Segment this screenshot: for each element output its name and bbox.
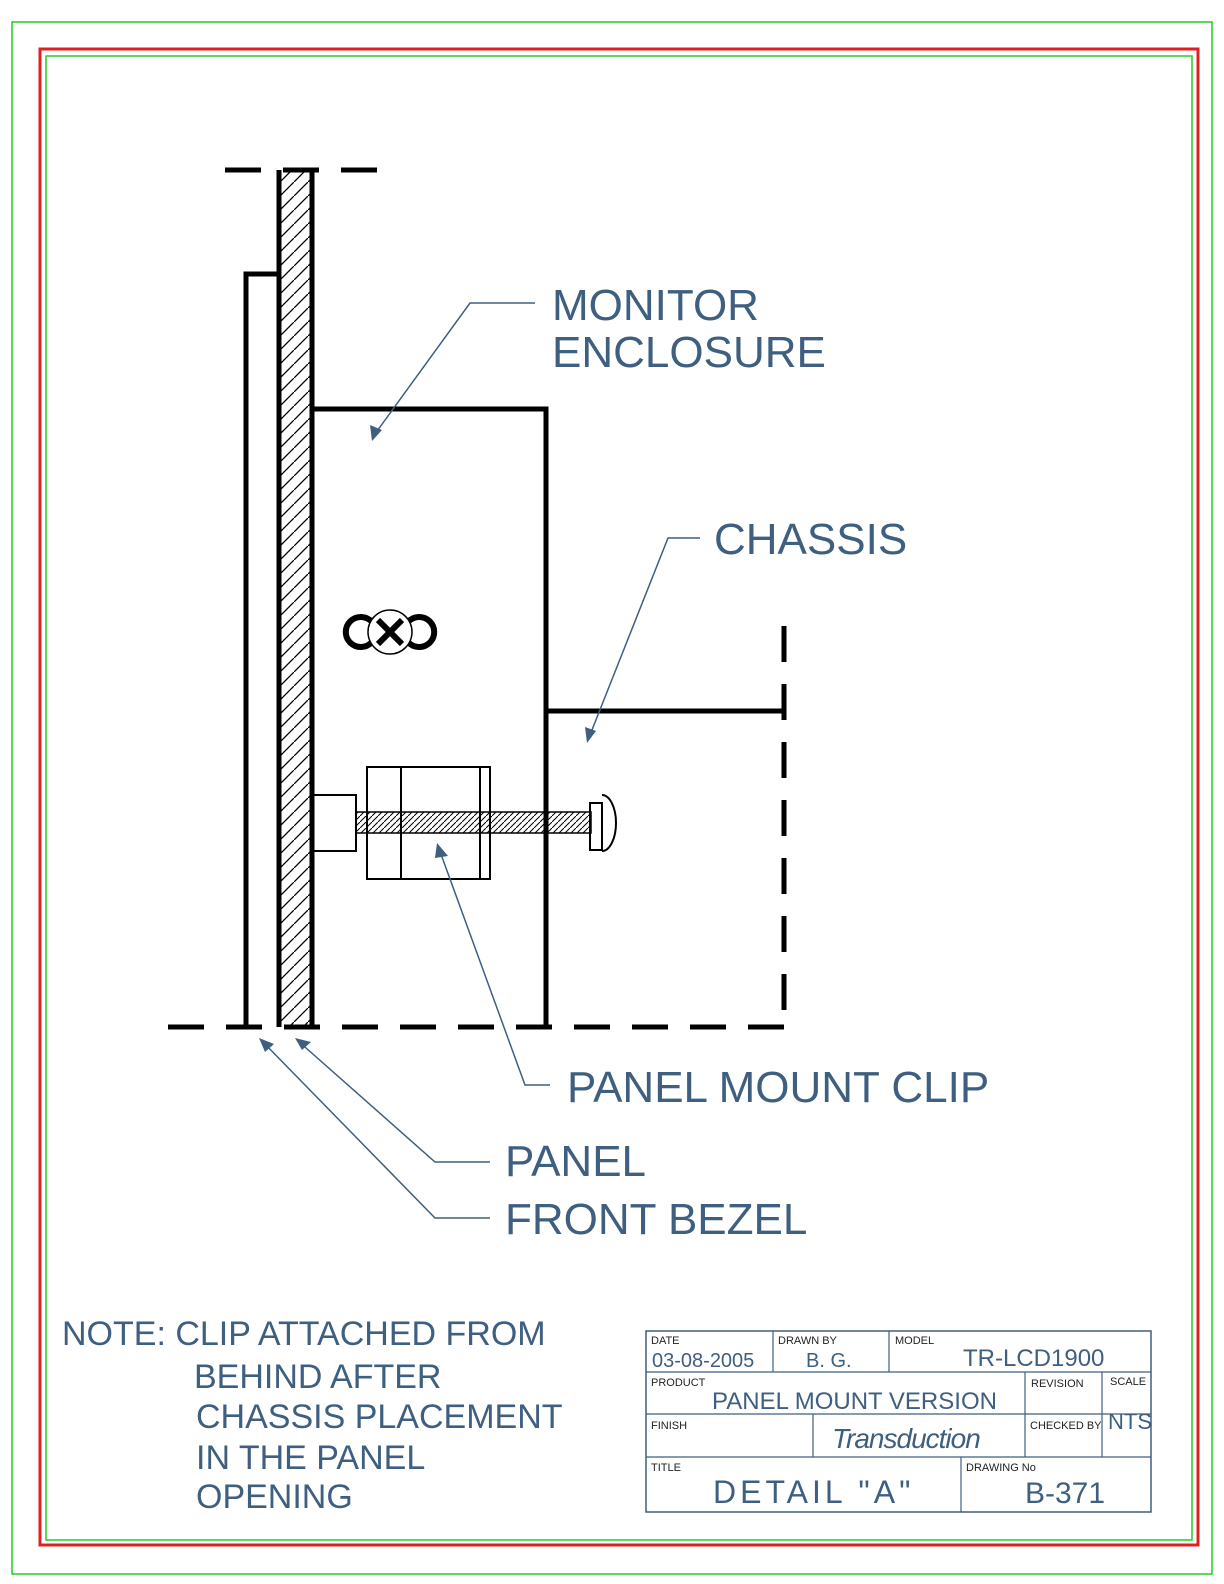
model-value: TR-LCD1900	[963, 1345, 1104, 1372]
panel-mount-clip-label: PANEL MOUNT CLIP	[567, 1063, 989, 1112]
model-caption: MODEL	[895, 1335, 934, 1347]
date-value: 03-08-2005	[652, 1350, 754, 1372]
revision-caption: REVISION	[1031, 1378, 1084, 1390]
chassis-label: CHASSIS	[714, 515, 907, 564]
panel-mount-clip-leader	[438, 846, 550, 1085]
company-logo-text: Transduction	[832, 1423, 980, 1454]
panel-mount-clip-drawing	[312, 767, 616, 879]
front-bezel-label: FRONT BEZEL	[505, 1195, 807, 1244]
panel-section	[279, 172, 312, 1027]
monitor-enclosure-label-line1: MONITOR	[552, 281, 759, 330]
title-block: DATE 03-08-2005 DRAWN BY B. G. MODEL TR-…	[646, 1331, 1152, 1512]
drawn-by-caption: DRAWN BY	[778, 1335, 838, 1347]
finish-caption: FINISH	[651, 1420, 687, 1432]
drawing-no-caption: DRAWING No	[966, 1462, 1036, 1474]
product-value: PANEL MOUNT VERSION	[712, 1388, 997, 1415]
panel-leader	[297, 1040, 490, 1162]
monitor-enclosure-leader	[372, 303, 535, 438]
panel-label: PANEL	[505, 1137, 646, 1186]
front-bezel-leader	[261, 1040, 490, 1218]
assembly-note: NOTE: CLIP ATTACHED FROM BEHIND AFTER CH…	[62, 1315, 563, 1516]
note-line-5: OPENING	[196, 1478, 353, 1516]
monitor-enclosure-outline	[312, 409, 546, 1027]
front-bezel-outline	[246, 274, 279, 1027]
note-line-4: IN THE PANEL	[196, 1439, 425, 1477]
checked-by-caption: CHECKED BY	[1030, 1420, 1102, 1432]
scale-caption: SCALE	[1110, 1376, 1146, 1388]
title-caption: TITLE	[651, 1462, 681, 1474]
title-value: DETAIL "A"	[713, 1474, 914, 1510]
date-caption: DATE	[651, 1335, 680, 1347]
screw-head-icon	[346, 610, 434, 654]
product-caption: PRODUCT	[651, 1377, 706, 1389]
note-line-3: CHASSIS PLACEMENT	[196, 1398, 563, 1436]
scale-value: NTS	[1108, 1409, 1152, 1434]
drawing-no-value: B-371	[1025, 1477, 1105, 1510]
note-line-1: NOTE: CLIP ATTACHED FROM	[62, 1315, 546, 1353]
drawn-by-value: B. G.	[806, 1350, 852, 1372]
monitor-enclosure-label-line2: ENCLOSURE	[552, 328, 826, 377]
note-line-2: BEHIND AFTER	[194, 1358, 441, 1396]
